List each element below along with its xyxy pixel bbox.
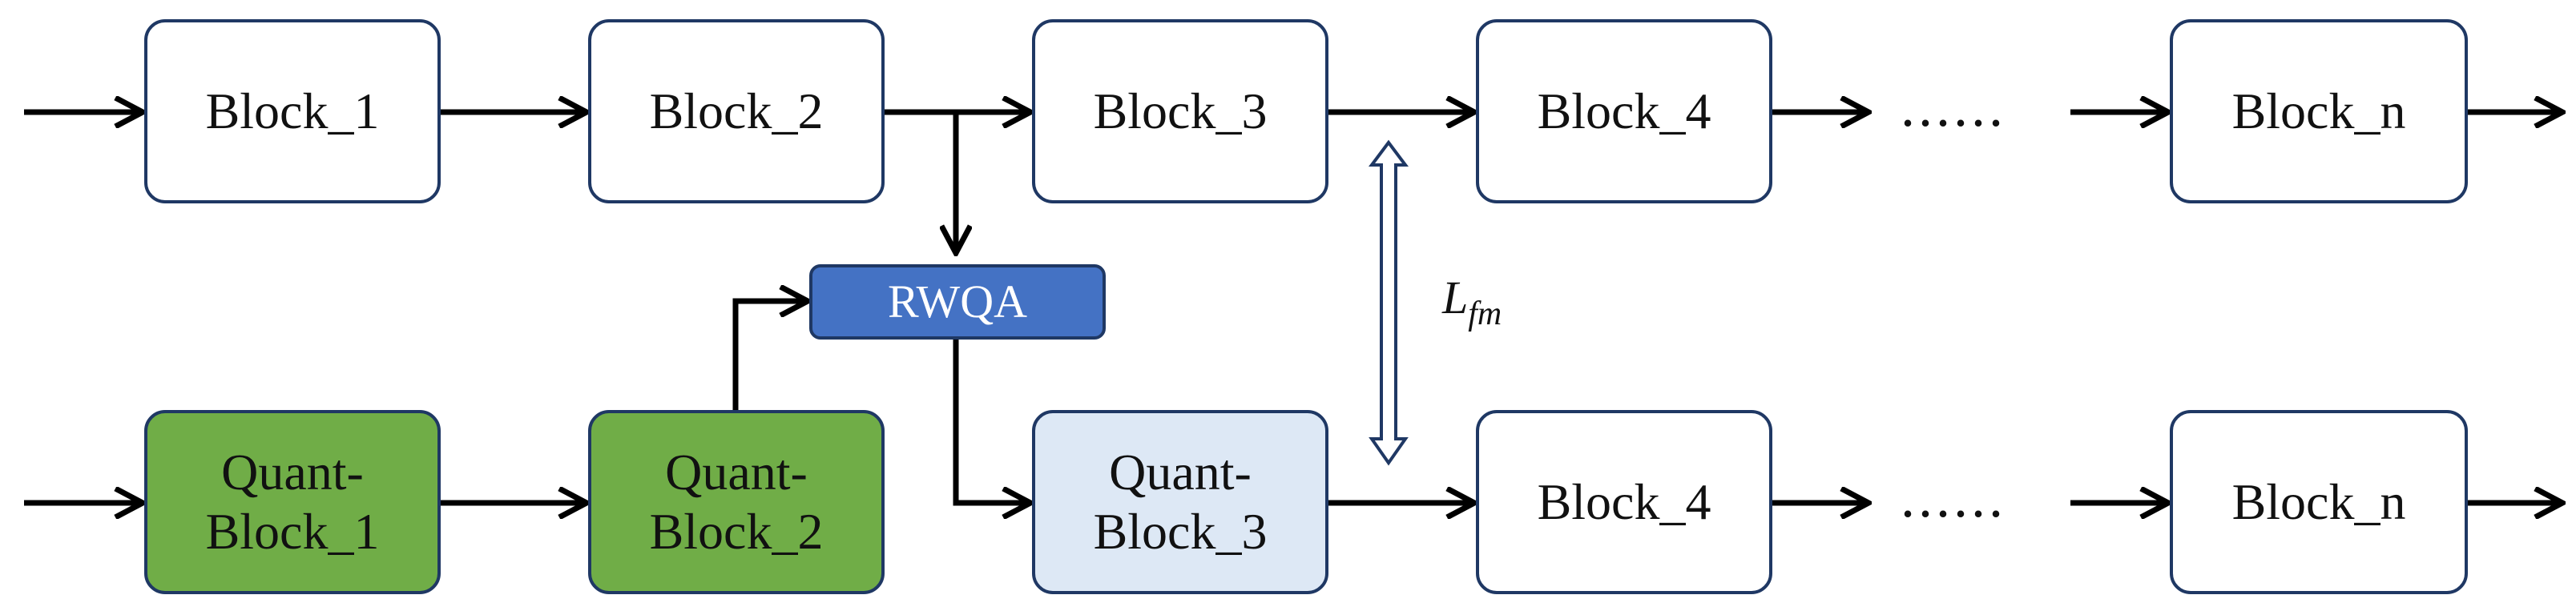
loss-symbol: L [1442,271,1469,324]
bottom-block-4: Block_4 [1476,410,1772,594]
top-block-n: Block_n [2170,19,2468,203]
rwqa-module: RWQA [809,264,1106,340]
quant-block-3: Quant- Block_3 [1032,410,1328,594]
bottom-block-n: Block_n [2170,410,2468,594]
bottom-ellipsis: ...... [1901,465,2006,529]
arrow-qblock2-to-rwqa [732,301,808,410]
quant-block-1: Quant- Block_1 [144,410,441,594]
loss-subscript: fm [1468,295,1502,332]
top-block-1: Block_1 [144,19,441,203]
top-block-4: Block_4 [1476,19,1772,203]
feature-matching-double-arrow [1369,139,1409,466]
arrow-rwqa-to-qblock3 [953,340,1030,503]
top-block-3: Block_3 [1032,19,1328,203]
top-ellipsis: ...... [1901,74,2006,139]
quant-block-2: Quant- Block_2 [588,410,885,594]
top-block-2: Block_2 [588,19,885,203]
feature-matching-loss-label: Lfm [1442,271,1502,333]
